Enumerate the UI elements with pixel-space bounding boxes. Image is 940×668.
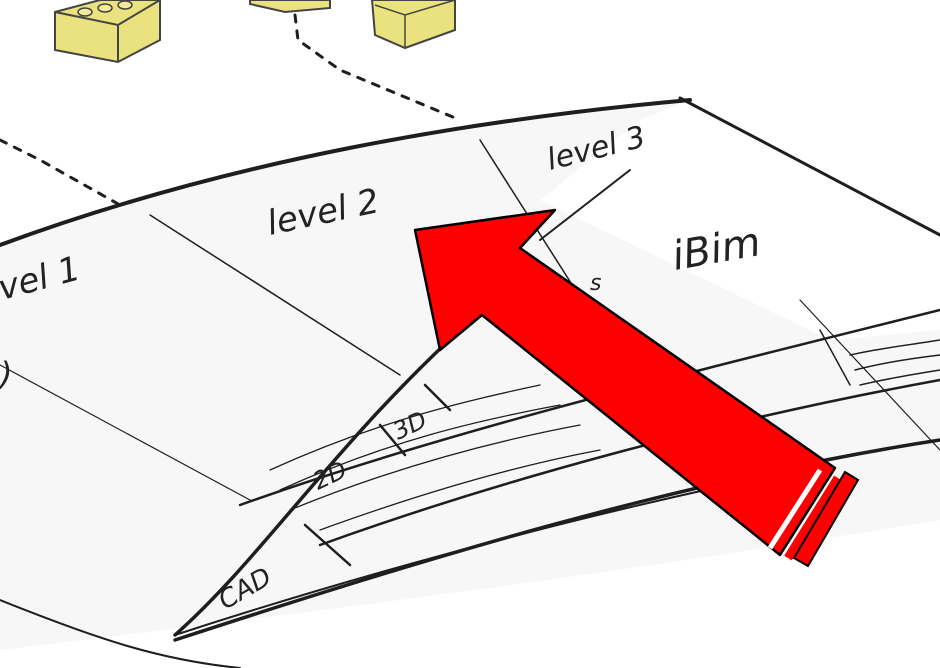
lego-brick-left — [55, 0, 160, 62]
lego-brick-right — [372, 0, 455, 48]
dashed-guide-line — [0, 140, 120, 205]
level-3-pointer-text: s — [590, 271, 601, 296]
lego-brick-top — [250, 0, 330, 12]
edge-mark: ) — [0, 355, 12, 393]
